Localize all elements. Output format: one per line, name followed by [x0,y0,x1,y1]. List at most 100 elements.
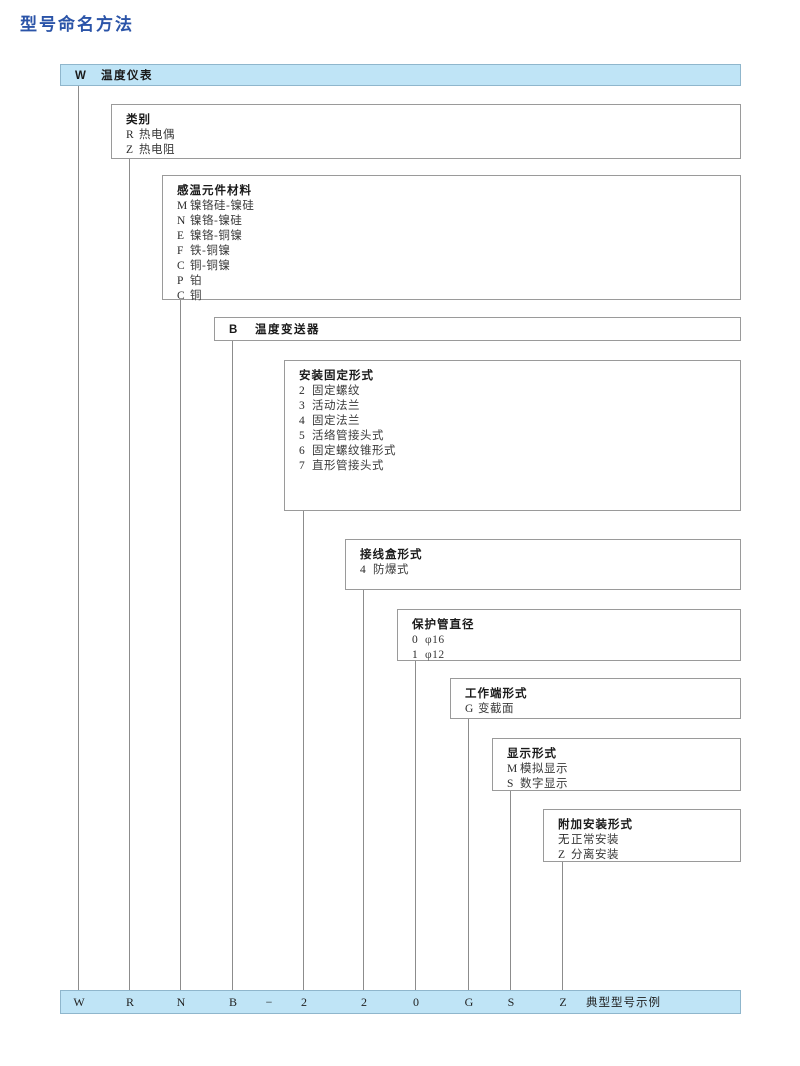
additional-mounting-form-option-1-label: 正常安装 [571,834,619,846]
mounting-fixing-form-option-2-label: 活动法兰 [312,400,360,412]
sensing-element-material-option-5-label: 铜-铜镍 [190,260,231,272]
mounting-fixing-form-option-4-code: 5 [299,430,306,442]
connector-line-9 [510,791,511,990]
example-code-char-5: − [265,994,273,1009]
protection-tube-diameter-option-2-label: φ12 [425,649,445,661]
connector-line-3 [180,300,181,990]
mounting-fixing-form-option-2: 3 活动法兰 [299,399,396,414]
junction-box-form-option-1: 4 防爆式 [360,563,423,578]
mounting-fixing-form-option-5-label: 固定螺纹锥形式 [312,445,396,457]
protection-tube-diameter-heading: 保护管直径 [412,619,475,631]
transmitter-code: B [229,324,239,336]
connector-line-2 [129,159,130,990]
example-code-char-2: R [125,994,134,1009]
sensing-element-material-option-3-code: E [177,230,185,242]
working-end-form-option-1: G 变截面 [465,702,528,717]
page-title: 型号命名方法 [20,15,134,34]
mounting-fixing-form-option-6-label: 直形管接头式 [312,460,384,472]
working-end-form-heading: 工作端形式 [465,688,528,700]
connector-line-6 [363,590,364,990]
mounting-fixing-form-option-5-code: 6 [299,445,306,457]
sensing-element-material-option-5-code: C [177,260,186,272]
instrument-label: 温度仪表 [101,70,153,82]
sensing-element-material-option-2: N 镍铬-镍硅 [177,214,254,229]
mounting-fixing-form-option-2-code: 3 [299,400,306,412]
category-option-2-code: Z [126,144,134,156]
mounting-fixing-form-option-3-label: 固定法兰 [312,415,360,427]
example-code-char-1: W [73,994,85,1009]
connector-line-5 [303,511,304,990]
transmitter-label: 温度变送器 [255,324,320,336]
sensing-element-material-option-2-code: N [177,215,186,227]
sensing-element-material-option-2-label: 镍铬-镍硅 [190,215,243,227]
display-form-option-2-code: S [507,778,514,790]
example-code-char-7: 2 [361,994,367,1009]
additional-mounting-form-option-2-code: Z [558,849,566,861]
working-end-form-option-1-label: 变截面 [478,703,514,715]
sensing-element-material-option-6-label: 铂 [190,275,202,287]
additional-mounting-form-option-2-label: 分离安装 [571,849,619,861]
working-end-form-content: 工作端形式 G 变截面 [465,685,528,717]
mounting-fixing-form-option-4-label: 活络管接头式 [312,430,384,442]
connector-line-8 [468,719,469,990]
example-code-char-10: S [507,994,515,1009]
junction-box-form-content: 接线盒形式 4 防爆式 [360,546,423,578]
sensing-element-material-heading: 感温元件材料 [177,185,252,197]
display-form-option-1-code: M [507,763,518,775]
junction-box-form-option-1-label: 防爆式 [373,564,409,576]
protection-tube-diameter-option-2-code: 1 [412,649,419,661]
mounting-fixing-form-heading: 安装固定形式 [299,370,374,382]
example-model-note: 典型型号示例 [586,997,661,1009]
protection-tube-diameter-option-1-code: 0 [412,634,419,646]
display-form-heading: 显示形式 [507,748,557,760]
example-code-char-4: B [228,994,237,1009]
sensing-element-material-option-1-label: 镍铬硅-镍硅 [190,200,255,212]
junction-box-form-option-1-code: 4 [360,564,367,576]
additional-mounting-form-option-1-code: 无 [558,834,570,846]
connector-line-7 [415,661,416,990]
connector-line-4 [232,341,233,990]
example-code-char-9: G [464,994,474,1009]
sensing-element-material-option-4-label: 铁-铜镍 [190,245,231,257]
mounting-fixing-form-option-1-label: 固定螺纹 [312,385,360,397]
sensing-element-material-option-6-code: P [177,275,184,287]
box-transmitter: B 温度变送器 [214,317,741,341]
display-form-option-2-label: 数字显示 [520,778,568,790]
sensing-element-material-option-4: F 铁-铜镍 [177,244,254,259]
sensing-element-material-option-4-code: F [177,245,184,257]
working-end-form-option-1-code: G [465,703,474,715]
sensing-element-material-option-7-code: C [177,290,186,302]
additional-mounting-form-option-1: 无正常安装 [558,833,633,848]
example-code-char-8: 0 [413,994,419,1009]
mounting-fixing-form-option-6-code: 7 [299,460,306,472]
box-working-end-form: 工作端形式 G 变截面 [450,678,741,719]
category-heading: 类别 [126,114,151,126]
sensing-element-material-option-1-code: M [177,200,188,212]
transmitter-inline-label: B 温度变送器 [229,321,320,337]
display-form-option-1-label: 模拟显示 [520,763,568,775]
example-code-char-11: Z [559,994,567,1009]
mounting-fixing-form-option-6: 7 直形管接头式 [299,459,396,474]
example-code-char-3: N [176,994,186,1009]
category-option-1-label: 热电偶 [139,129,175,141]
example-model-bar-bg: W R N B − 2 2 0 G S Z 典型型号示例 [60,990,741,1014]
junction-box-form-heading: 接线盒形式 [360,549,423,561]
example-code-char-6: 2 [301,994,307,1009]
